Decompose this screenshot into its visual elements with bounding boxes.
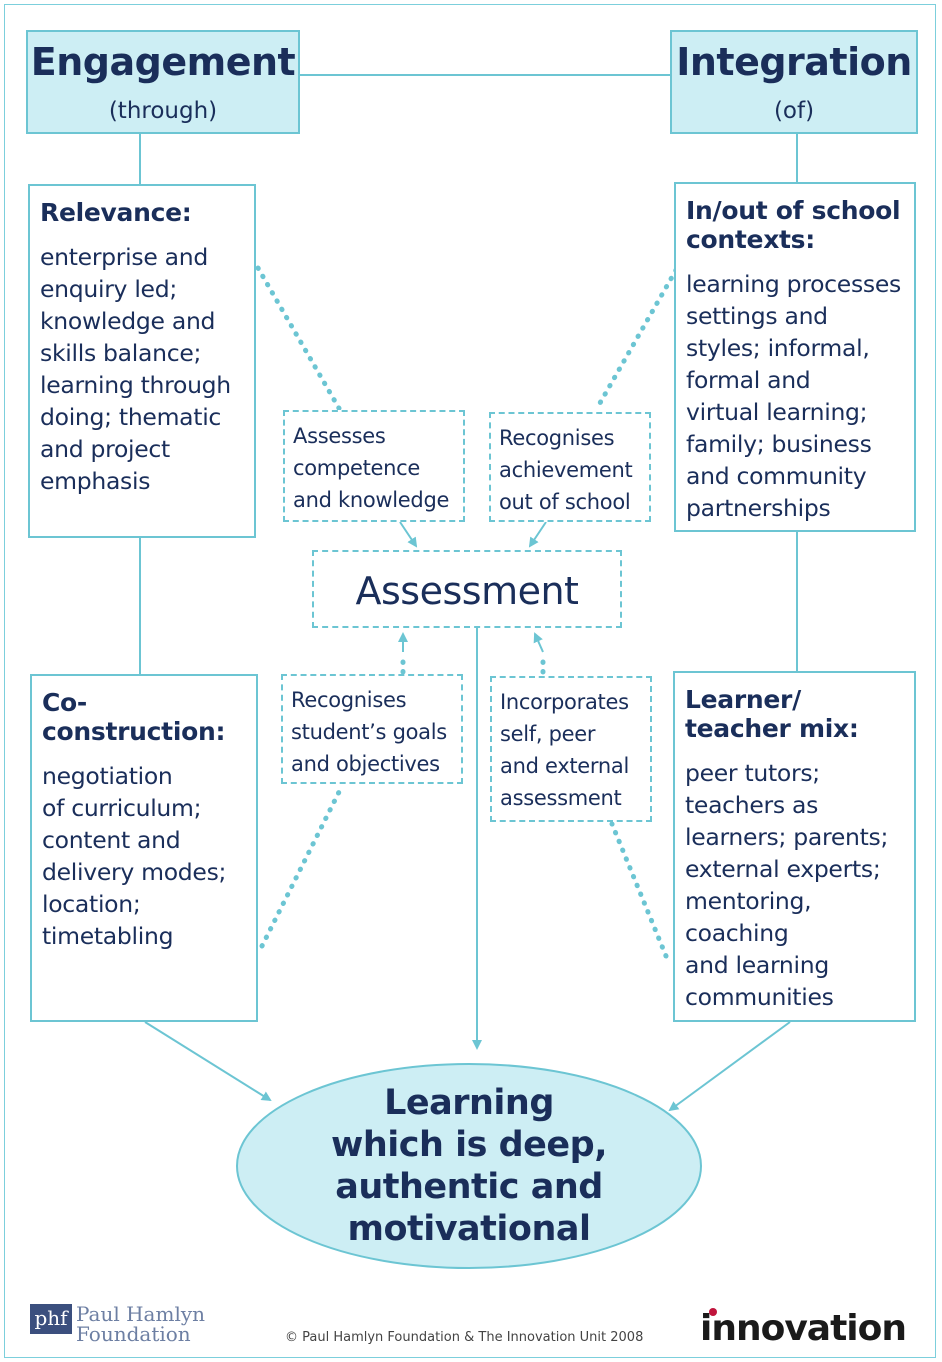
- contexts-box: In/out of school contexts: learning proc…: [674, 182, 916, 532]
- outcome-text: Learning which is deep, authentic and mo…: [331, 1083, 608, 1249]
- outcome: Learning which is deep, authentic and mo…: [236, 1062, 702, 1270]
- integration-subtitle: (of): [773, 98, 815, 124]
- coconstruction-line: of curriculum;: [42, 794, 202, 822]
- contexts-line: virtual learning;: [686, 398, 868, 426]
- coconstruction-body: negotiation of curriculum; content and d…: [42, 760, 246, 952]
- learner-mix-line: external experts;: [685, 855, 881, 883]
- contexts-body: learning processes settings and styles; …: [686, 268, 904, 524]
- learner-mix-title-line: Learner/: [685, 685, 801, 714]
- recognises-goals-line: and objectives: [291, 752, 440, 776]
- relevance-line: knowledge and: [40, 307, 216, 335]
- learner-mix-line: mentoring,: [685, 887, 812, 915]
- dots-contexts-recognises: [593, 267, 679, 413]
- contexts-title: In/out of school contexts:: [686, 196, 904, 254]
- outcome-ellipse: [236, 1063, 702, 1269]
- incorporates-box: Incorporates self, peer and external ass…: [490, 676, 652, 822]
- contexts-title-line: In/out of school: [686, 196, 901, 225]
- coconstruction-title: Co- construction:: [42, 688, 246, 746]
- relevance-line: doing; thematic: [40, 403, 222, 431]
- learner-mix-title: Learner/ teacher mix:: [685, 685, 904, 743]
- coconstruction-line: timetabling: [42, 922, 174, 950]
- coconstruction-title-line: Co-: [42, 688, 87, 717]
- page-frame: [4, 4, 936, 1358]
- coconstruction-title-line: construction:: [42, 717, 226, 746]
- assesses-line: Assesses: [293, 424, 386, 448]
- integration-header: Integration (of): [670, 30, 918, 134]
- relevance-line: emphasis: [40, 467, 151, 495]
- innovation-dot-icon: [709, 1308, 717, 1316]
- coconstruction-line: delivery modes;: [42, 858, 227, 886]
- learner-mix-line: communities: [685, 983, 834, 1011]
- recognises-achievement-box: Recognises achievement out of school: [489, 412, 651, 522]
- relevance-line: enterprise and: [40, 243, 208, 271]
- learner-mix-box: Learner/ teacher mix: peer tutors; teach…: [673, 671, 916, 1022]
- assessment-label: Assessment: [355, 569, 579, 613]
- contexts-line: styles; informal,: [686, 334, 870, 362]
- contexts-line: partnerships: [686, 494, 831, 522]
- coconstruction-line: content and: [42, 826, 181, 854]
- arrow-assesses-assessment: [399, 521, 418, 548]
- arrow-learnermix-outcome: [668, 1021, 791, 1112]
- relevance-box: Relevance: enterprise and enquiry led; k…: [28, 184, 256, 538]
- innovation-logo: innovation: [700, 1308, 907, 1349]
- recognises-goals-line: Recognises: [291, 688, 407, 712]
- contexts-line: settings and: [686, 302, 828, 330]
- contexts-line: and community: [686, 462, 867, 490]
- engagement-subtitle: (through): [108, 98, 218, 124]
- incorporates-line: and external: [500, 754, 629, 778]
- relevance-line: learning through: [40, 371, 231, 399]
- integration-title: Integration: [676, 40, 912, 84]
- recognises-achievement-line: out of school: [499, 490, 631, 514]
- arrow-coconstruction-outcome: [144, 1021, 272, 1102]
- engagement-header: Engagement (through): [26, 30, 300, 134]
- contexts-line: family; business: [686, 430, 872, 458]
- recognises-achievement-line: achievement: [499, 458, 633, 482]
- learner-mix-line: learners; parents;: [685, 823, 889, 851]
- relevance-title: Relevance:: [40, 198, 192, 227]
- assesses-box: Assesses competence and knowledge: [283, 410, 465, 522]
- recognises-achievement-line: Recognises: [499, 426, 615, 450]
- copyright-text: © Paul Hamlyn Foundation & The Innovatio…: [285, 1330, 644, 1345]
- learner-mix-title-line: teacher mix:: [685, 714, 859, 743]
- relevance-line: skills balance;: [40, 339, 202, 367]
- relevance-line: and project: [40, 435, 170, 463]
- coconstruction-line: negotiation: [42, 762, 173, 790]
- learner-mix-line: and learning: [685, 951, 829, 979]
- assesses-line: and knowledge: [293, 488, 450, 512]
- incorporates-line: assessment: [500, 786, 622, 810]
- phf-name: Paul Hamlyn Foundation: [76, 1302, 206, 1346]
- engagement-title: Engagement: [30, 40, 296, 84]
- relevance-body: enterprise and enquiry led; knowledge an…: [40, 241, 244, 497]
- arrow-recognises-assessment: [528, 521, 547, 548]
- learner-mix-line: peer tutors;: [685, 759, 820, 787]
- recognises-goals-box: Recognises student’s goals and objective…: [281, 674, 463, 784]
- coconstruction-line: location;: [42, 890, 141, 918]
- contexts-line: learning processes: [686, 270, 901, 298]
- incorporates-line: Incorporates: [500, 690, 629, 714]
- learner-mix-body: peer tutors; teachers as learners; paren…: [685, 757, 904, 1013]
- contexts-title-line: contexts:: [686, 225, 815, 254]
- dots-coconstruction-goals: [259, 787, 343, 949]
- assesses-line: competence: [293, 456, 421, 480]
- phf-mark: phf: [30, 1304, 72, 1334]
- learner-mix-line: coaching: [685, 919, 789, 947]
- coconstruction-box: Co- construction: negotiation of curricu…: [30, 674, 258, 1022]
- dots-relevance-assesses: [255, 265, 343, 413]
- learner-mix-line: teachers as: [685, 791, 819, 819]
- assessment-box: Assessment: [312, 550, 622, 628]
- arrow-incorporates-assessment: [533, 632, 544, 653]
- contexts-line: formal and: [686, 366, 811, 394]
- recognises-goals-line: student’s goals: [291, 720, 447, 744]
- dots-learnermix-incorporates: [609, 821, 669, 959]
- relevance-line: enquiry led;: [40, 275, 177, 303]
- incorporates-line: self, peer: [500, 722, 596, 746]
